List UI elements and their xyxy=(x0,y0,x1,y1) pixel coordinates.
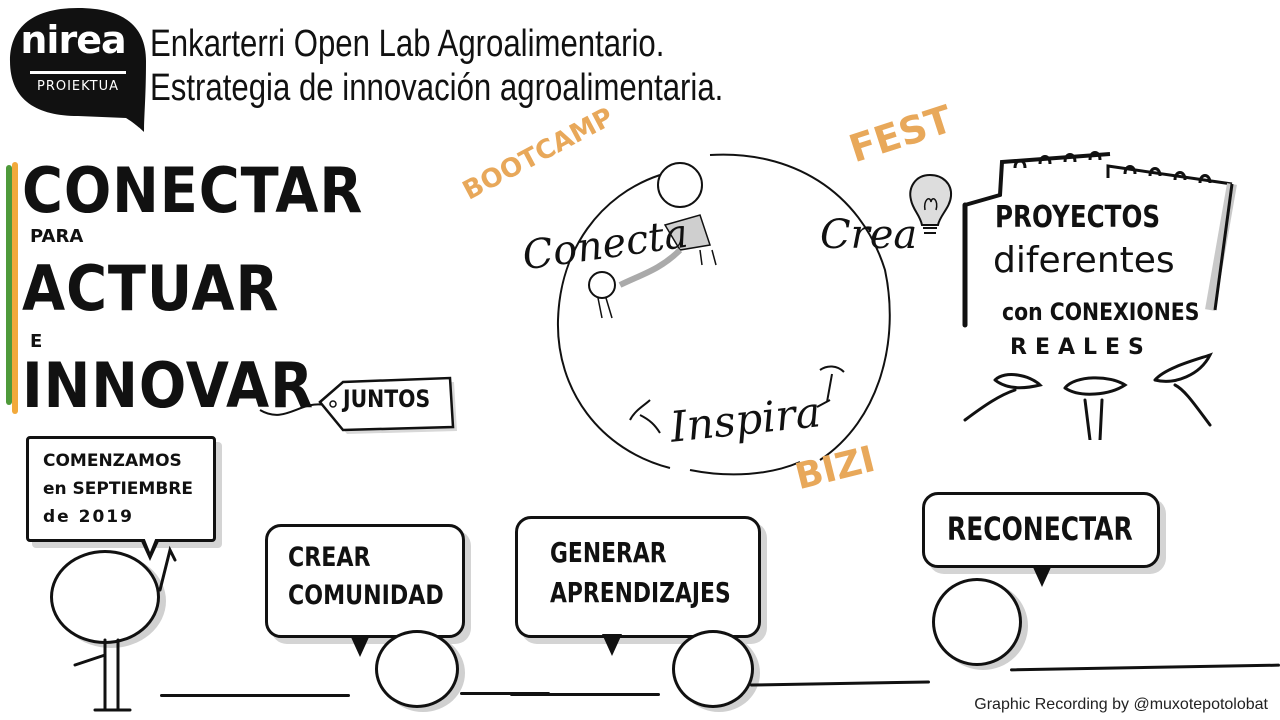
character-head-1 xyxy=(50,550,160,644)
slogan-conectar: CONECTAR xyxy=(22,154,364,227)
orange-accent-bar xyxy=(12,162,18,414)
logo-divider xyxy=(30,71,126,74)
stage-crea: Crea xyxy=(820,212,918,258)
speech-bubble-learning: GENERAR APRENDIZAJES xyxy=(515,516,761,638)
speech-bubble-community: CREAR COMUNIDAD xyxy=(265,524,465,638)
speech-bubble-reconnect: RECONECTAR xyxy=(922,492,1160,568)
slogan-innovar: INNOVAR xyxy=(22,349,314,422)
start-line-2: en SEPTIEMBRE xyxy=(43,479,193,499)
projects-line-1: PROYECTOS xyxy=(995,200,1161,235)
learning-line-2: APRENDIZAJES xyxy=(550,576,731,609)
reconnect-line-1: RECONECTAR xyxy=(947,510,1133,548)
character-body-1-icon xyxy=(73,545,177,712)
tag-juntos: JUNTOS xyxy=(343,385,431,413)
projects-line-2: diferentes xyxy=(993,240,1175,281)
learning-line-1: GENERAR xyxy=(550,536,667,569)
logo-subtitle: PROIEKTUA xyxy=(36,79,120,94)
speech-bubble-start-date: COMENZAMOS en SEPTIEMBRE de 2019 xyxy=(26,436,216,542)
notebook-icon xyxy=(962,151,1237,328)
raised-hands-icon xyxy=(963,352,1213,440)
bubble-tail xyxy=(1032,565,1052,587)
start-line-3: de 2019 xyxy=(43,507,134,527)
ground-line xyxy=(1009,663,1280,672)
green-accent-bar xyxy=(6,165,12,405)
bubble-tail xyxy=(602,634,622,656)
cycle-circle-icon xyxy=(556,153,891,476)
slogan-para: para xyxy=(30,226,84,247)
ground-line xyxy=(510,693,660,696)
projects-line-3: con CONEXIONES xyxy=(1002,298,1200,326)
page-title: Enkarterri Open Lab Agroalimentario. Est… xyxy=(150,22,723,110)
speech-bubble-logo-icon xyxy=(10,8,146,132)
projects-line-4: REALES xyxy=(1010,335,1152,360)
ground-line xyxy=(749,680,931,687)
title-line-1: Enkarterri Open Lab Agroalimentario. xyxy=(150,23,665,65)
community-line-2: COMUNIDAD xyxy=(288,580,444,611)
hand-left-icon xyxy=(629,399,661,434)
character-head-3 xyxy=(672,630,754,708)
logo-name: nirea xyxy=(20,18,126,62)
character-head-4 xyxy=(932,578,1022,666)
character-head-2 xyxy=(375,630,459,708)
hand-right-icon xyxy=(816,365,845,408)
ground-line xyxy=(160,694,350,697)
lightbulb-icon xyxy=(909,173,953,234)
title-line-2: Estrategia de innovación agroalimentaria… xyxy=(150,67,724,109)
bubble-tail-inner xyxy=(144,537,156,552)
bubble-tail xyxy=(350,635,370,657)
slogan-actuar: ACTUAR xyxy=(22,252,280,325)
credit-text: Graphic Recording by @muxotepotolobat xyxy=(974,696,1268,713)
slogan-e: e xyxy=(30,331,43,352)
ground-line xyxy=(460,692,550,695)
nirea-logo: nirea PROIEKTUA xyxy=(8,6,146,132)
tag-string-icon xyxy=(259,376,457,434)
start-line-1: COMENZAMOS xyxy=(43,451,182,471)
community-line-1: CREAR xyxy=(288,542,371,573)
